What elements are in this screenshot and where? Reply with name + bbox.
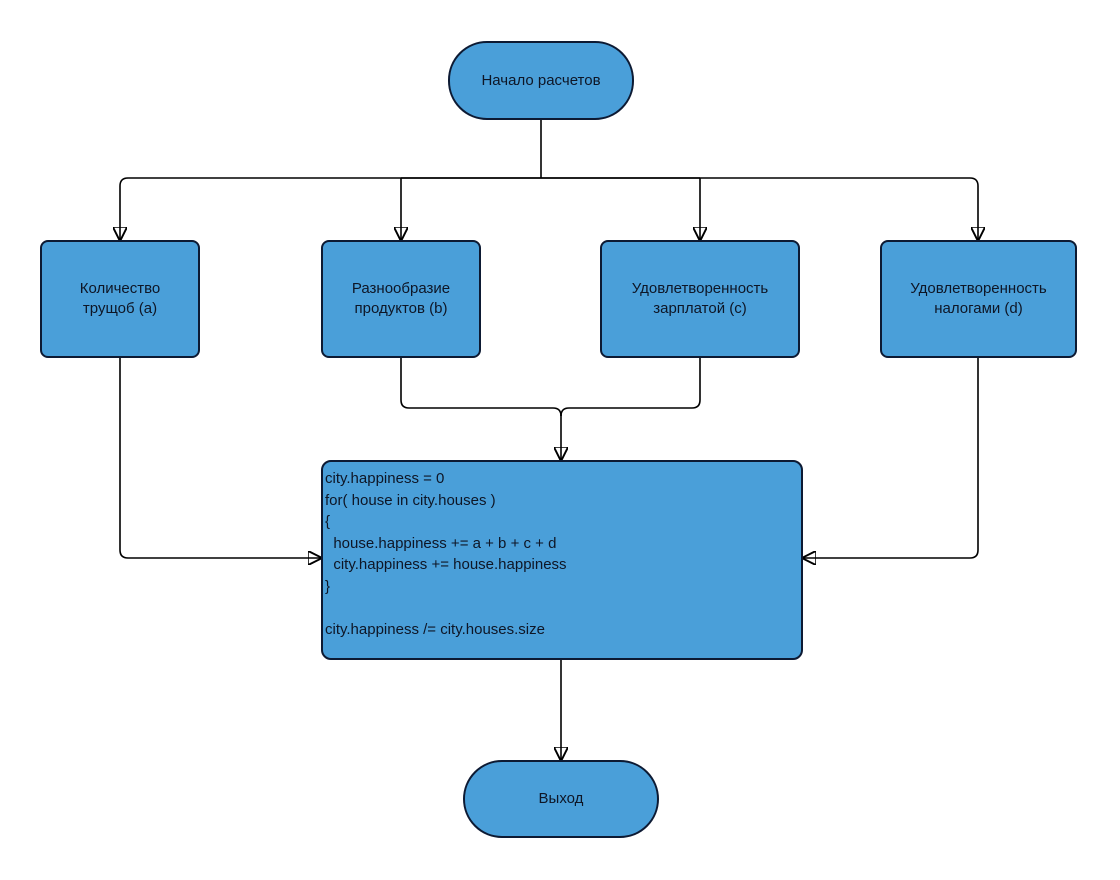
node-factor-b: Разнообразие продуктов (b) — [321, 240, 481, 358]
edge-b-merge — [400, 358, 562, 417]
node-end-label: Выход — [538, 790, 584, 807]
node-factor-a: Количество трущоб (a) — [40, 240, 200, 358]
node-factor-d: Удовлетворенность налогами (d) — [880, 240, 1077, 358]
node-end: Выход — [463, 760, 659, 838]
node-calculation-code: city.happiness = 0 for( house in city.ho… — [321, 460, 803, 660]
edge-a-process — [119, 358, 321, 558]
edge-start-c — [541, 177, 700, 240]
node-factor-c-label: Удовлетворенность зарплатой (c) — [631, 280, 769, 317]
edge-start-d — [541, 177, 978, 240]
edge-start-a — [120, 177, 541, 240]
node-factor-a-label: Количество трущоб (a) — [79, 280, 161, 317]
node-factor-c: Удовлетворенность зарплатой (c) — [600, 240, 800, 358]
node-start-label: Начало расчетов — [481, 71, 601, 89]
edge-c-merge — [560, 358, 701, 417]
edge-d-process — [803, 358, 979, 558]
node-factor-d-label: Удовлетворенность налогами (d) — [910, 280, 1047, 317]
node-factor-b-label: Разнообразие продуктов (b) — [351, 280, 451, 317]
node-start: Начало расчетов — [448, 41, 634, 120]
edge-start-b — [401, 177, 541, 240]
